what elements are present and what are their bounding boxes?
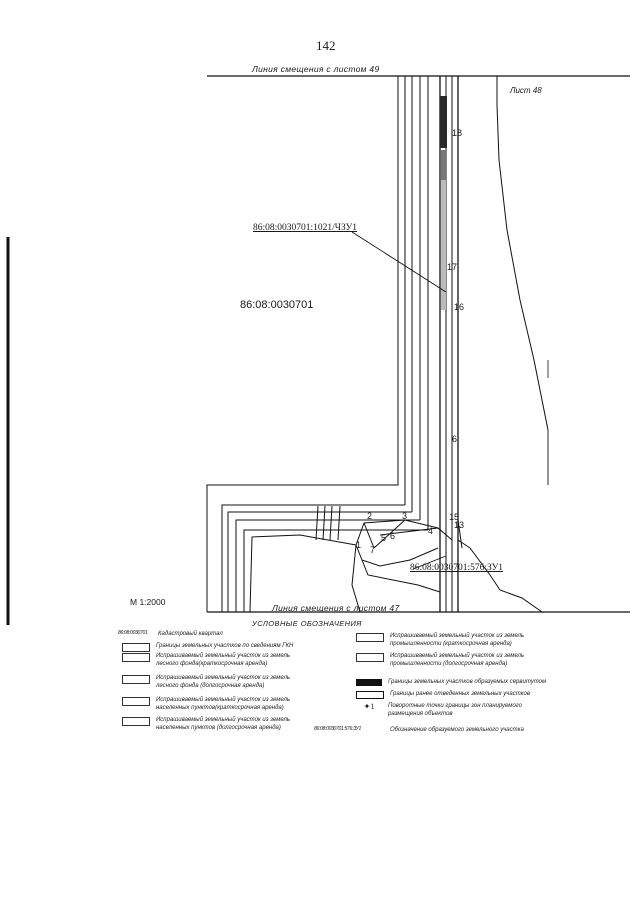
point-label: 16 [454,302,465,312]
legend-symbol [122,643,150,652]
legend-item: Испрашиваемый земельный участок из земел… [122,652,312,668]
legend: 86:08:0030701 Кадастровый квартал Границ… [118,630,558,740]
leader-line-2 [412,555,447,570]
crossing [315,505,341,541]
planned-zone [355,519,453,567]
legend-symbol: 86:08:0030701 [118,630,148,636]
leader-line-1 [351,231,447,293]
point-label: 13 [454,520,465,530]
legend-item: ✦1 Поворотные точки границы зон планируе… [356,702,556,718]
legend-symbol [122,653,150,662]
legend-text: Поворотные точки границы зон планируемог… [388,703,522,717]
servitude-strip [440,96,447,148]
existing-parcels [249,519,543,613]
legend-item: Испрашиваемый земельный участок из земел… [356,652,556,668]
legend-item: 86:08:0030701:576:ЗУ1 Обозначение образу… [314,726,558,734]
point-label: 18 [452,128,463,138]
sheet-label: Лист 48 [510,86,542,95]
point-label: 3 [402,511,408,521]
point-label: 7 [370,545,376,555]
legend-text: Испрашиваемый земельный участок из земел… [156,675,291,689]
legend-text: Кадастровый квартал [158,631,223,637]
legend-item: Испрашиваемый земельный участок из земел… [122,696,312,712]
point-label: 15 [449,512,460,522]
legend-symbol: ✦1 [363,702,375,711]
legend-item: Испрашиваемый земельный участок из земел… [356,632,556,648]
top-offset-label: Линия смещения с листом 49 [252,64,380,74]
point-label: 6 [390,531,396,541]
legend-text: Границы ранее отведенных земельных участ… [390,691,530,697]
legend-symbol [122,675,150,684]
point-label: 2 [367,511,373,521]
legend-text: Испрашиваемый земельный участок из земел… [156,653,291,667]
map-scale: М 1:2000 [130,597,166,607]
legend-item: 86:08:0030701 Кадастровый квартал [118,630,338,638]
bottom-offset-label: Линия смещения с листом 47 [272,603,400,613]
legend-symbol [122,717,150,726]
legend-item: Испрашиваемый земельный участок из земел… [122,716,312,732]
legend-text: Испрашиваемый земельный участок из земел… [390,633,525,647]
page-number: 142 [316,38,336,53]
legend-symbol [122,697,150,706]
legend-text: Испрашиваемый земельный участок из земел… [156,697,291,711]
legend-item: Испрашиваемый земельный участок из земел… [122,674,312,690]
road-corridor [404,76,459,612]
sheet-boundary [496,76,549,431]
cadastral-quarter-label: 86:08:0030701 [240,299,314,311]
parcel-label-servitude: 86:08:0030701:1021/ЧЗУ1 [253,223,357,233]
point-label: 1 [356,540,362,550]
legend-title: УСЛОВНЫЕ ОБОЗНАЧЕНИЯ [252,619,362,628]
legend-text: Границы земельных участков по сведениям … [156,643,294,649]
legend-symbol [356,653,384,662]
legend-text: Границы земельных участков образуемых се… [388,679,547,685]
legend-symbol: 86:08:0030701:576:ЗУ1 [314,726,362,732]
point-label: 4 [428,526,434,536]
legend-symbol [356,679,382,686]
parcel-label-new: 86:08:0030701:576:ЗУ1 [410,563,504,573]
point-label: 5 [381,533,387,543]
legend-item: Границы земельных участков образуемых се… [356,678,556,686]
legend-item: Границы земельных участков по сведениям … [122,642,322,652]
legend-text: Испрашиваемый земельный участок из земел… [156,717,291,731]
legend-text: Испрашиваемый земельный участок из земел… [390,653,525,667]
point-label: 17 [447,262,458,272]
point-label: 6 [452,434,458,444]
legend-symbol [356,691,384,699]
legend-symbol [356,633,384,642]
legend-text: Обозначение образуемого земельного участ… [390,727,524,733]
legend-item: Границы ранее отведенных земельных участ… [356,690,556,699]
